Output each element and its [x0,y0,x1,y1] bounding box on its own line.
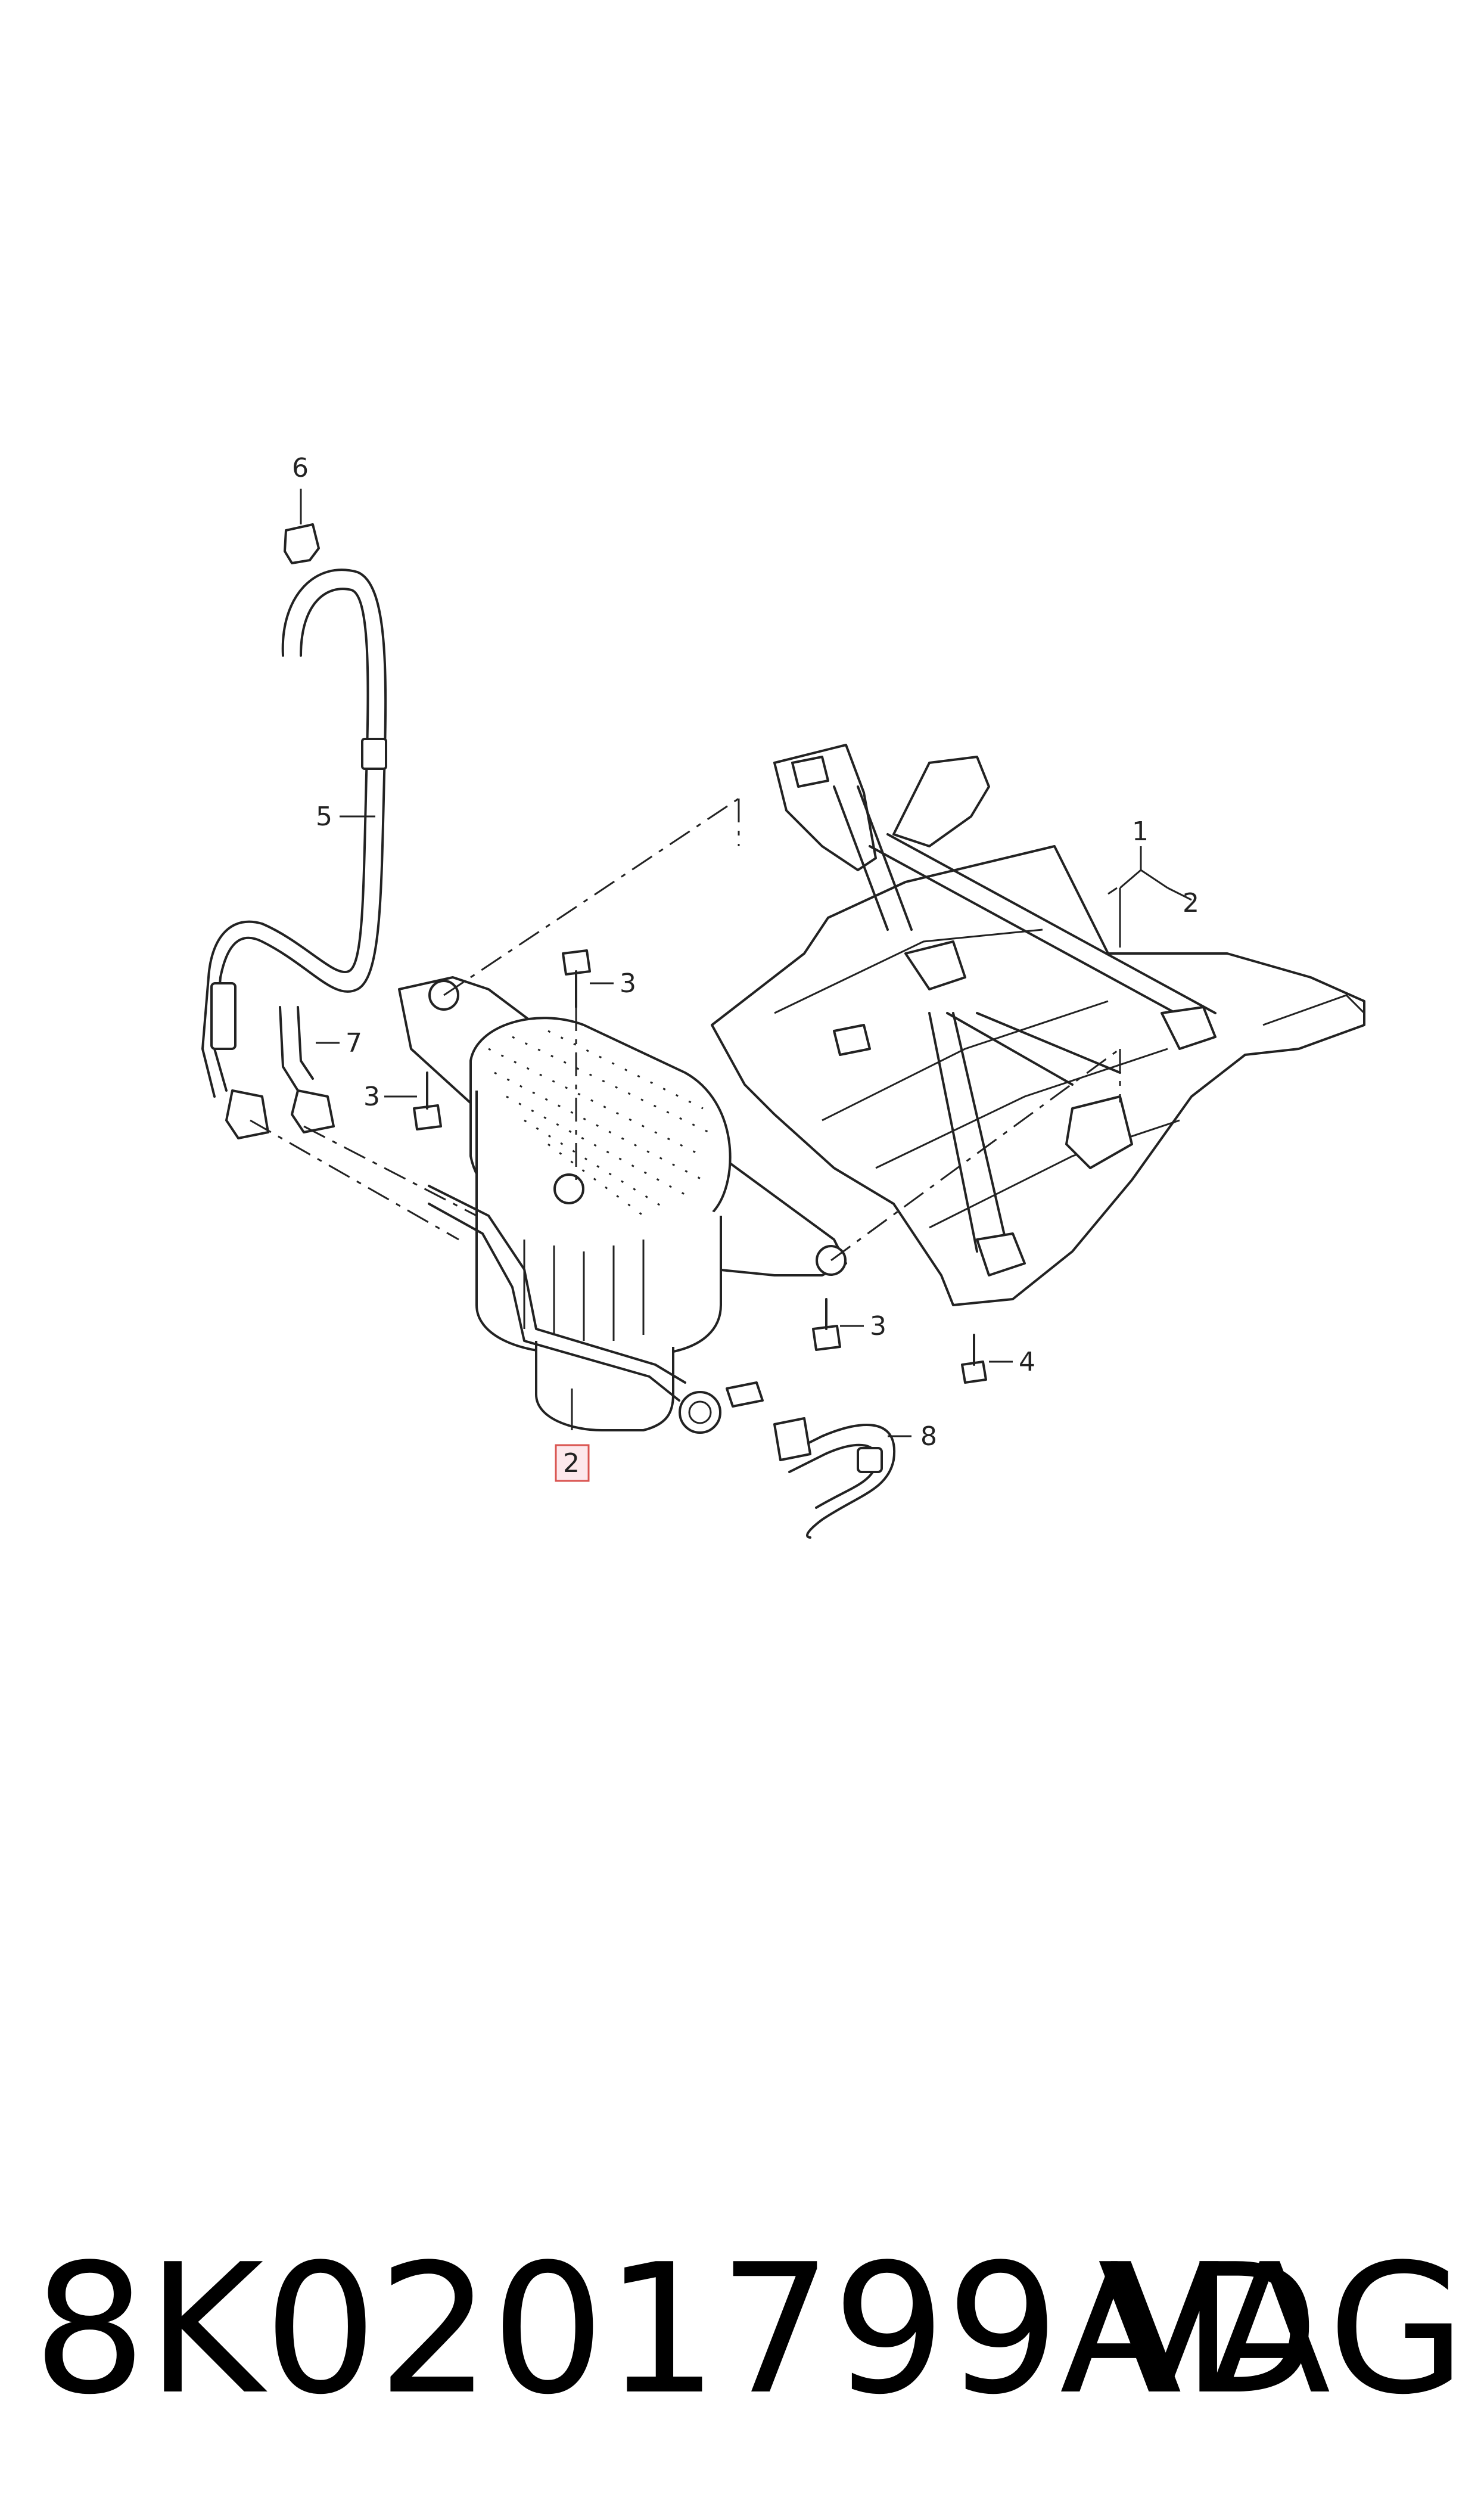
bolt-3-top [562,949,591,1008]
bolt-3-right [812,1298,841,1351]
bracket-heat-shield [711,744,1365,1306]
fuel-hose-5 [201,569,387,1139]
callout-3-right: 3 [870,1311,886,1341]
callout-4: 4 [1019,1347,1035,1377]
clip-6 [284,523,320,564]
callout-3-left: 3 [363,1082,380,1112]
callout-5: 5 [316,802,332,832]
bolt-4 [961,1334,987,1384]
footer: 8K0201799AD VAG [0,2205,1484,2455]
callout-3-top: 3 [620,968,636,999]
bolt-3-left [413,1071,442,1130]
parts-diagram: 1 2 3 3 3 4 5 6 7 8 2 [201,453,1365,1539]
callout-6: 6 [292,453,309,483]
callout-2-highlighted[interactable]: 2 [555,1444,590,1482]
callout-7: 7 [346,1028,362,1058]
filter-lid-dots [488,1030,710,1217]
callout-2-highlight-label: 2 [563,1448,580,1479]
fuel-filter-housing [398,976,847,1434]
fuel-hose-7 [279,1006,335,1133]
part-number: 8K0201799AD [33,2226,1320,2434]
brand-label: VAG [1097,2226,1466,2434]
callout-2-group: 2 [1183,888,1199,918]
callout-2-highlight-box [555,1444,590,1482]
callout-1: 1 [1132,816,1149,847]
fuel-hose-8 [773,1417,896,1539]
callout-8: 8 [920,1421,937,1452]
